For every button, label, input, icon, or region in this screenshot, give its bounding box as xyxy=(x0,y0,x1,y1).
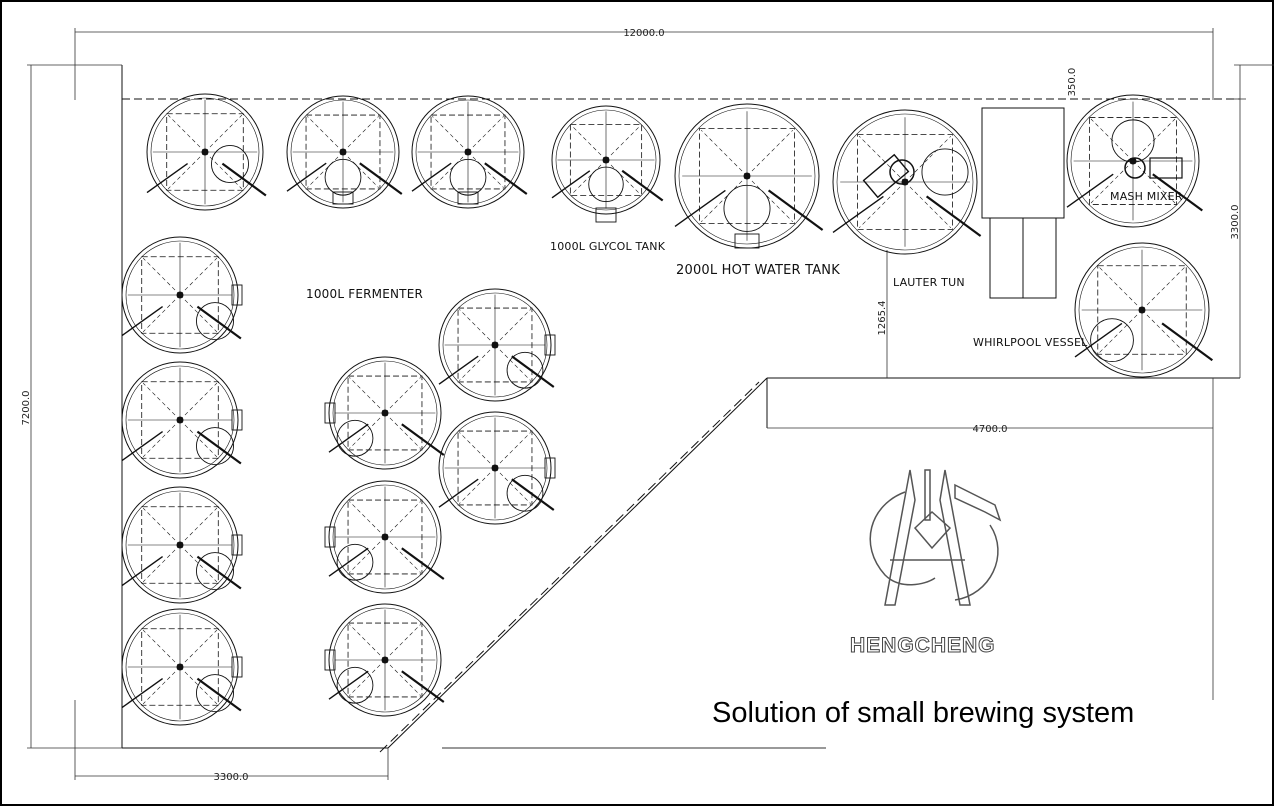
fermenter-top-3 xyxy=(411,95,528,209)
mash-mixer xyxy=(1066,94,1203,228)
dim-left-height: 7200.0 xyxy=(21,391,32,426)
fermenter-top-2 xyxy=(286,95,403,209)
fermenter-right-1 xyxy=(438,288,556,402)
equipment-labels: 1000L FERMENTER 1000L GLYCOL TANK 2000L … xyxy=(306,190,1183,349)
label-hot-water-tank: 2000L HOT WATER TANK xyxy=(676,263,840,278)
lauter-rake-drive xyxy=(862,153,915,199)
dim-middle-width: 4700.0 xyxy=(973,424,1008,435)
fermenter-right-2 xyxy=(438,411,556,525)
dim-bottom-width: 3300.0 xyxy=(214,772,249,783)
room-outline xyxy=(121,65,1240,753)
lauter-tun xyxy=(832,109,982,255)
dim-top-offset: 350.0 xyxy=(1067,68,1078,97)
label-lauter-tun: LAUTER TUN xyxy=(893,276,965,289)
brand-name: HENGCHENG xyxy=(850,634,996,658)
whirlpool-vessel xyxy=(1074,242,1214,378)
label-whirlpool-vessel: WHIRLPOOL VESSEL xyxy=(973,336,1088,349)
label-fermenter: 1000L FERMENTER xyxy=(306,287,423,301)
fermenter-mid-2 xyxy=(324,480,445,594)
glycol-tank xyxy=(551,105,664,223)
fermenter-left-2 xyxy=(121,361,243,479)
hengcheng-logo xyxy=(869,469,1002,606)
dim-right-height: 3300.0 xyxy=(1230,205,1241,240)
fermenter-left-4 xyxy=(121,608,243,726)
label-glycol-tank: 1000L GLYCOL TANK xyxy=(550,240,666,253)
mash-mixer-motor xyxy=(1124,157,1183,179)
lauter-platform xyxy=(981,107,1065,299)
dimension-lines xyxy=(27,28,1274,780)
fermenter-left-1 xyxy=(121,236,243,354)
tank-layer xyxy=(121,93,1214,726)
dim-vertical-offset: 1265.4 xyxy=(877,301,888,336)
caption: Solution of small brewing system xyxy=(712,697,1135,729)
fermenter-top-1 xyxy=(146,93,267,211)
fermenter-mid-1 xyxy=(324,356,445,470)
hot-water-tank xyxy=(674,103,824,249)
fermenter-mid-3 xyxy=(324,603,445,717)
label-mash-mixer: MASH MIXER xyxy=(1110,190,1183,203)
dimension-labels: 12000.0 350.0 3300.0 7200.0 3300.0 4700.… xyxy=(21,28,1241,783)
fermenter-left-3 xyxy=(121,486,243,604)
dim-top-width: 12000.0 xyxy=(623,28,664,39)
